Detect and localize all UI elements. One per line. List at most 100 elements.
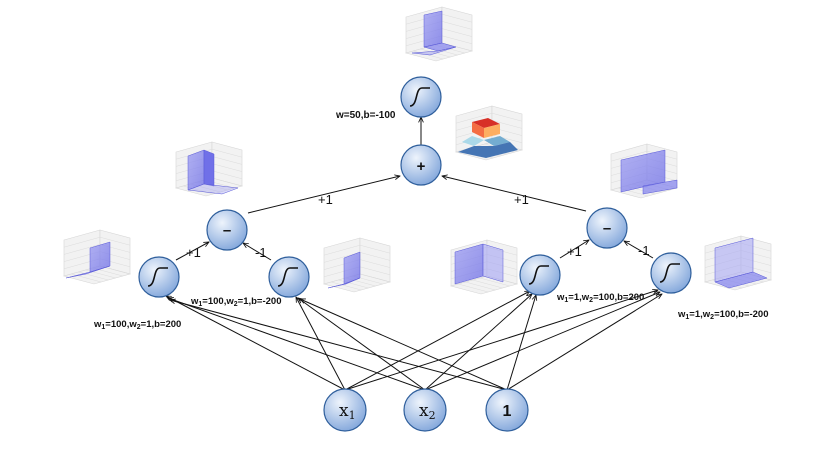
plot-sigmoid-2: [322, 237, 392, 293]
input-x2-label: x2: [419, 401, 436, 422]
plot-sigmoid-1: [62, 229, 132, 285]
heat-base: [458, 142, 518, 158]
plot-grid-line: [78, 271, 109, 281]
plot-right-difference: [609, 143, 679, 199]
edge-n1-left: [175, 242, 209, 261]
sigmoid-curve-icon: [147, 267, 168, 287]
sigmoid-4-params: w1=1,w2=100,b=-200: [677, 309, 768, 321]
plot-grid-line: [63, 236, 101, 248]
edge-left-sum: [247, 176, 400, 214]
edge-n4-right: [624, 241, 654, 259]
edge-labels: +1 +1 +1 -1 +1 -1: [186, 192, 650, 260]
edge-x2-n4: [424, 292, 660, 391]
edge-n3-right: [559, 240, 589, 259]
edge-one-n2: [300, 298, 508, 391]
edge-x1-n2: [296, 297, 346, 391]
surface-floor: [714, 271, 768, 289]
hidden-edges: [175, 117, 654, 261]
plus-symbol: +: [417, 158, 426, 175]
edge-label-n3-right: +1: [567, 244, 582, 259]
heat-peak-front: [484, 124, 500, 138]
plot-grid-line: [211, 163, 243, 172]
edge-label-left-sum: +1: [318, 192, 333, 207]
surface-face: [423, 10, 443, 48]
right-difference-node: –: [586, 207, 628, 249]
surface-floor: [187, 183, 239, 195]
edge-x1-n1: [166, 296, 346, 391]
surface-floor: [642, 179, 678, 195]
sigmoid-2-params: w1=100,w2=1,b=-200: [190, 296, 281, 308]
heat-ridge: [484, 136, 510, 146]
plot-grid-line: [491, 134, 523, 144]
heat-ridge: [462, 136, 484, 146]
edge-x2-n3: [424, 294, 532, 391]
sigmoid-curve-icon: [659, 263, 680, 283]
sigmoid-node-3: [519, 254, 561, 296]
plot-sigmoid-4: [703, 235, 773, 291]
sigmoid-curve-icon: [277, 267, 298, 287]
sigmoid-1-params: w1=100,w2=1,b=200: [93, 319, 181, 331]
edge-x1-n4: [344, 290, 658, 391]
plot-grid-line: [441, 28, 473, 37]
plot-grid-line: [441, 21, 473, 30]
top-sigmoid-node: [400, 76, 442, 118]
edge-label-right-sum: +1: [514, 192, 529, 207]
plot-grid-line: [323, 244, 361, 256]
sum-node: +: [400, 144, 442, 186]
plot-sum-heatmap: [454, 105, 524, 161]
plot-grid-line: [359, 266, 391, 276]
plot-floor: [62, 265, 132, 285]
surface-face: [187, 149, 205, 191]
plot-grid-line: [441, 35, 473, 45]
plot-top-output: [404, 6, 474, 62]
edge-one-n1: [170, 300, 508, 391]
plot-grid-line: [211, 170, 243, 180]
plot-grid-line: [359, 259, 391, 268]
sigmoid-curve-icon: [409, 87, 430, 107]
plot-grid-line: [610, 150, 648, 162]
surface-floor: [65, 265, 111, 279]
heat-peak-side: [472, 122, 484, 138]
plot-grid-line: [99, 236, 131, 246]
edge-n2-left: [243, 243, 272, 261]
minus-symbol: –: [603, 220, 611, 237]
sigmoid-curve-icon: [528, 265, 549, 285]
plot-left-difference: [174, 141, 244, 197]
sigmoid-node-2: [268, 256, 310, 298]
plot-grid-line: [331, 281, 362, 291]
plot-grid-line: [479, 277, 510, 287]
sigmoid-3-params: w1=1,w2=100,b=200: [556, 292, 644, 304]
sigmoid-node-1: [138, 256, 180, 298]
edge-one-n4: [506, 294, 662, 391]
plot-grid-line: [359, 252, 391, 261]
left-difference-node: –: [206, 209, 248, 251]
plot-grid-line: [63, 244, 101, 255]
input-node-x1: x1: [323, 388, 367, 432]
bias-input-node: 1: [485, 388, 529, 432]
input-x1-label: x1: [339, 401, 356, 422]
edge-right-sum: [442, 176, 587, 212]
surface-base: [411, 46, 457, 56]
plot-grid-line: [458, 283, 489, 293]
plot-grid-line: [491, 120, 523, 129]
plot-grid-line: [455, 112, 493, 124]
plot-grid-line: [211, 156, 243, 165]
input-edges: [166, 290, 662, 391]
surface-plots: [62, 6, 773, 295]
plot-grid-line: [359, 244, 391, 254]
plot-grid-line: [491, 112, 523, 122]
edge-label-n2-left: -1: [255, 245, 267, 260]
minus-symbol: –: [223, 222, 231, 239]
top-sigmoid-params: w=50,b=-100: [335, 110, 396, 121]
plot-grid-line: [465, 281, 496, 291]
edge-x2-n1: [168, 298, 426, 391]
edge-x2-n2: [298, 298, 426, 391]
surface-floor: [327, 277, 361, 289]
surface-face-side: [203, 149, 215, 187]
edge-one-n3: [506, 295, 536, 391]
plot-grid-line: [441, 13, 473, 23]
surface-face-side: [482, 243, 504, 283]
edge-label-n1-left: +1: [186, 245, 201, 260]
